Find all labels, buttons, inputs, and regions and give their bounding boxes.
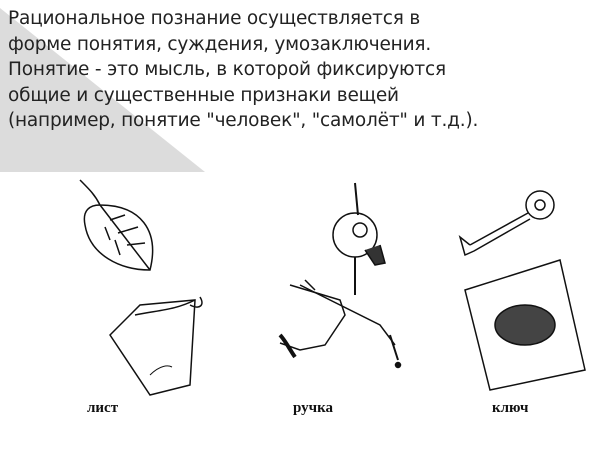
text-line: (например, понятие "человек", "самолёт" … [8, 110, 479, 131]
text-line: общие и существенные признаки вещей [8, 84, 399, 106]
label-key: ключ [492, 400, 529, 416]
label-pen: ручка [293, 400, 334, 416]
paper-sheet-illustration [109, 296, 203, 396]
text-line: Понятие - это мысль, в которой фиксируют… [8, 59, 446, 80]
slide-text: Рациональное познание осуществляется в ф… [8, 6, 598, 134]
illustrations [79, 179, 586, 396]
door-knob-illustration [332, 182, 386, 295]
leaf-illustration [79, 179, 154, 271]
label-leaf: лист [87, 400, 119, 416]
pen-in-hand-illustration [278, 279, 402, 369]
text-line: Рациональное познание осуществляется в [8, 8, 421, 29]
key-illustration [458, 190, 555, 257]
text-line: форме понятия, суждения, умозаключения. [8, 33, 432, 55]
map-paper-illustration [464, 259, 586, 391]
